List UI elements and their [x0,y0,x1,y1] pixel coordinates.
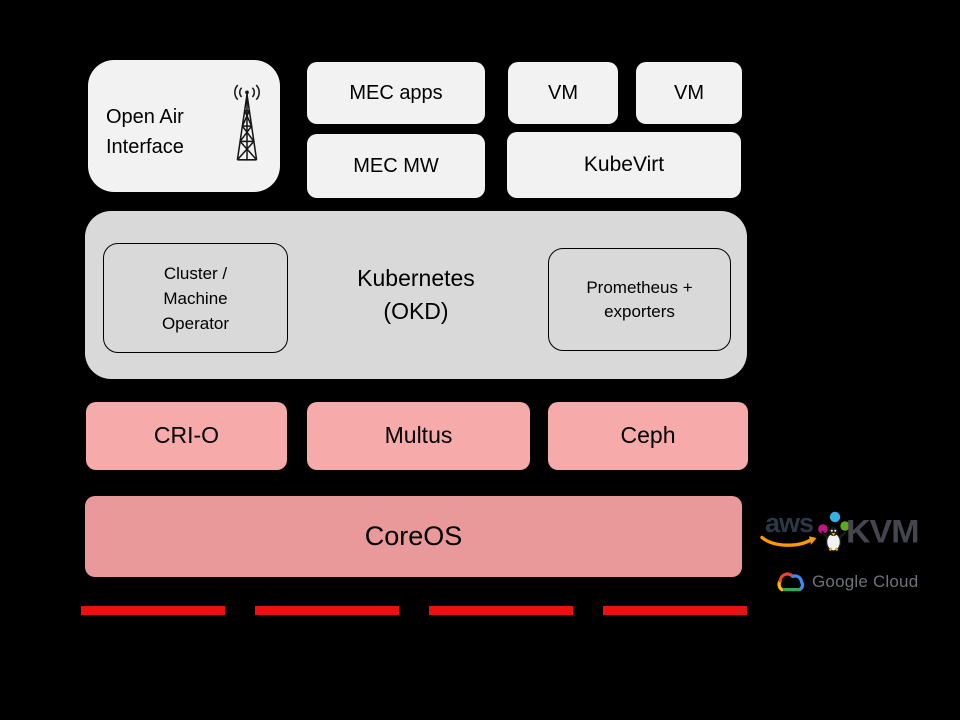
open-air-interface-box: Open Air Interface [88,60,280,192]
aws-logo: aws [760,508,818,551]
google-cloud-logo-text: Google Cloud [812,572,919,591]
kubevirt-label: KubeVirt [583,153,665,177]
radio-tower-icon [234,84,260,161]
multus-label: Multus [384,422,453,449]
mec-apps-label: MEC apps [349,82,443,104]
kvm-penguin-juggling-icon [818,511,850,552]
kubevirt-box: KubeVirt [507,132,741,198]
kubernetes-okd-label: Kubernetes (OKD) [357,265,475,324]
cluster-machine-operator-label: Cluster / Machine Operator [161,263,230,333]
red-dash [603,606,747,615]
aws-smile-arrow-icon [760,535,817,547]
coreos-label: CoreOS [364,520,463,551]
vm-box-1: VM [508,62,618,124]
ceph-label: Ceph [620,422,676,449]
ceph-box: Ceph [548,402,748,470]
prometheus-exporters-box: Prometheus + exporters [548,248,731,351]
vm-label: VM [548,82,578,104]
kvm-logo-text: KVM [846,513,920,550]
kvm-logo: KVM [818,508,920,556]
mec-mw-label: MEC MW [353,155,439,177]
aws-logo-text: aws [764,508,814,538]
red-dash [81,606,225,615]
crio-box: CRI-O [86,402,287,470]
red-dashed-divider [81,606,747,615]
mec-apps-box: MEC apps [307,62,485,124]
google-cloud-icon [777,571,805,591]
red-dash [429,606,573,615]
crio-label: CRI-O [153,422,220,449]
prometheus-exporters-label: Prometheus + exporters [586,277,693,321]
kubernetes-okd-box: Kubernetes (OKD) Cluster / Machine Opera… [85,211,747,379]
vm-label: VM [674,82,704,104]
google-cloud-logo: Google Cloud [776,569,918,595]
open-air-interface-label: Open Air Interface [106,106,184,158]
vm-box-2: VM [636,62,742,124]
mec-mw-box: MEC MW [307,134,485,198]
multus-box: Multus [307,402,530,470]
red-dash [255,606,399,615]
cluster-machine-operator-box: Cluster / Machine Operator [103,243,288,353]
coreos-box: CoreOS [85,496,742,577]
